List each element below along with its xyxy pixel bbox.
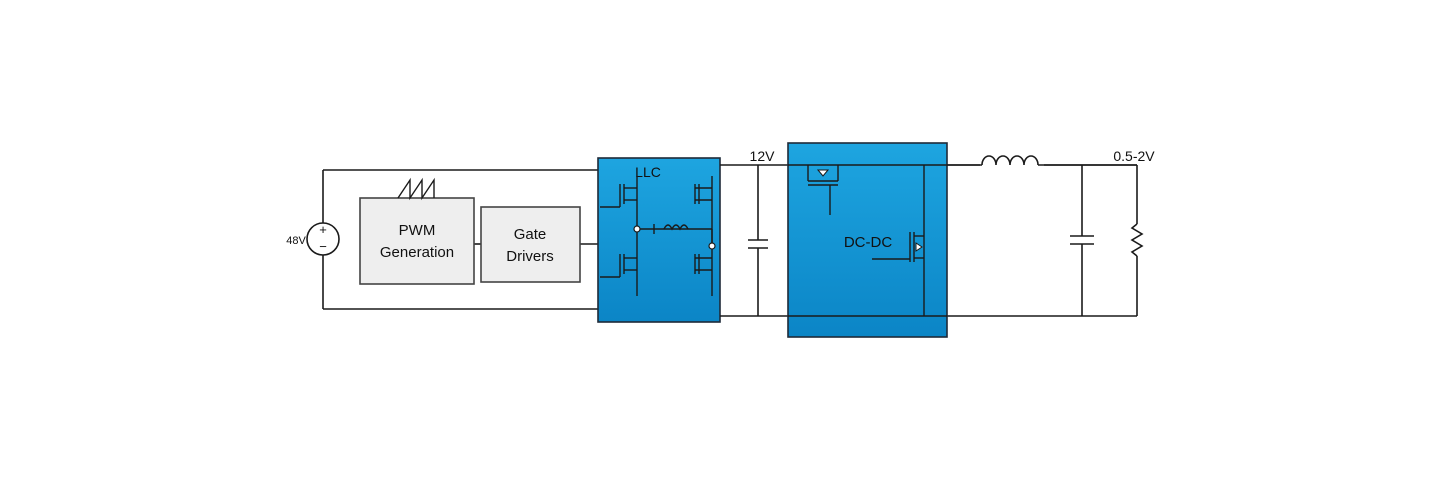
- bus-voltage-label: 12V: [750, 148, 776, 164]
- plus-sign: +: [319, 222, 327, 237]
- pwm-generation-block: [359, 197, 475, 285]
- dcdc-label: DC-DC: [844, 234, 892, 251]
- llc-block: [597, 157, 721, 323]
- voltage-source-48v: + −: [306, 222, 340, 256]
- input-wiring: [322, 169, 598, 310]
- minus-sign: −: [319, 239, 327, 254]
- output-inductor: [947, 155, 1137, 170]
- dcdc-switches: [788, 164, 947, 317]
- llc-switch-network: [600, 176, 716, 296]
- load-resistor: [1130, 165, 1144, 316]
- pwm-label-line2: Generation: [380, 244, 454, 261]
- llc-label: LLC: [635, 164, 661, 180]
- output-voltage-label: 0.5-2V: [1113, 148, 1155, 164]
- gate-drivers-block: [480, 206, 581, 283]
- gate-label-line2: Drivers: [506, 248, 554, 265]
- sawtooth-icon: [397, 177, 435, 201]
- source-voltage-label: 48V: [286, 235, 306, 247]
- output-capacitor: [1070, 165, 1094, 316]
- gate-label-line1: Gate: [514, 226, 547, 243]
- dcdc-block: [787, 142, 948, 338]
- pwm-label-line1: PWM: [399, 222, 436, 239]
